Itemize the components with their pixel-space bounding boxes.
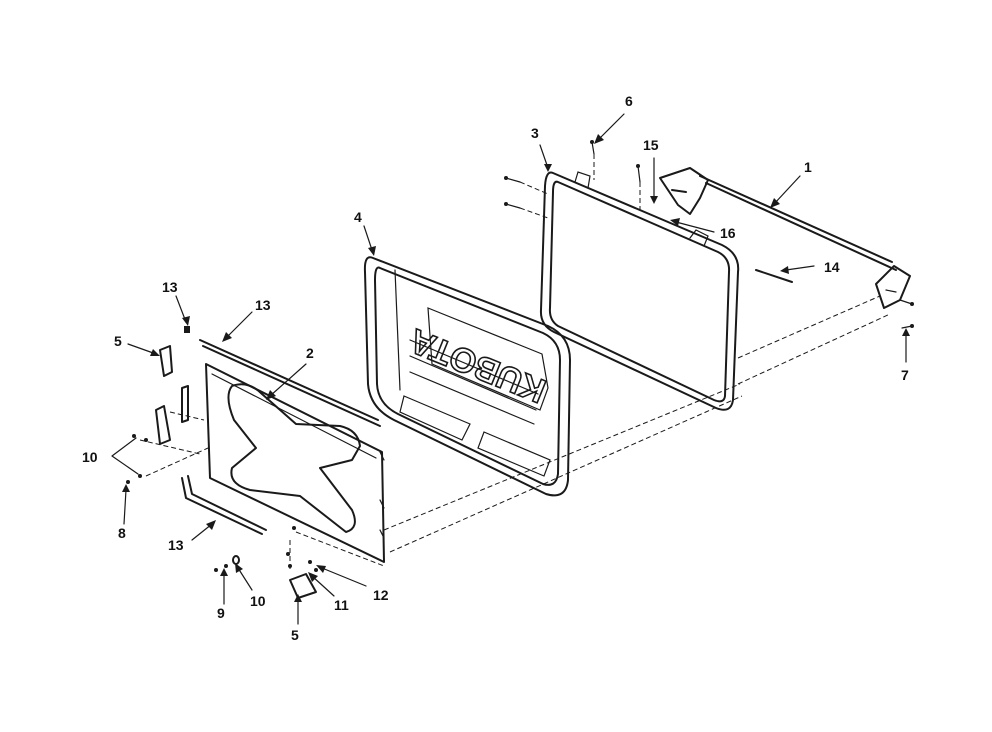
- part-2-back-panel: [205, 363, 385, 563]
- callout-6: 6: [625, 93, 633, 109]
- alignment-lines: [139, 154, 891, 570]
- callout-2: 2: [306, 345, 314, 361]
- callout-10-bottom: 10: [250, 593, 266, 609]
- callout-13-clip: 13: [162, 279, 178, 295]
- part-13-clip: [184, 326, 190, 333]
- callout-5-lower: 5: [291, 627, 299, 643]
- callout-13-top: 13: [255, 297, 271, 313]
- part-5-brackets: [155, 345, 317, 599]
- kubota-logo: KUBOTA: [404, 321, 551, 410]
- callout-8: 8: [118, 525, 126, 541]
- callout-14: 14: [824, 259, 840, 275]
- callout-13-bottom: 13: [168, 537, 184, 553]
- callout-16: 16: [720, 225, 736, 241]
- callout-7: 7: [901, 367, 909, 383]
- callout-4: 4: [354, 209, 362, 225]
- callout-9: 9: [217, 605, 225, 621]
- callout-1: 1: [804, 159, 812, 175]
- part-13-trim-strips: [181, 326, 381, 535]
- callout-5-upper: 5: [114, 333, 122, 349]
- part-1-support-frame: [659, 167, 911, 309]
- callout-11: 11: [334, 597, 349, 613]
- callout-labels: 1 2 3 4 5 5 6 7 8 9 10 10 11 12 13 13 13…: [82, 93, 909, 643]
- callout-3: 3: [531, 125, 539, 141]
- callout-10-left: 10: [82, 449, 98, 465]
- hardware-fasteners: [126, 140, 914, 572]
- callout-15: 15: [643, 137, 659, 153]
- callout-12: 12: [373, 587, 389, 603]
- part-14-pin: [755, 269, 793, 283]
- leader-lines: [111, 113, 910, 625]
- part-4-front-cover: KUBOTA: [363, 256, 571, 497]
